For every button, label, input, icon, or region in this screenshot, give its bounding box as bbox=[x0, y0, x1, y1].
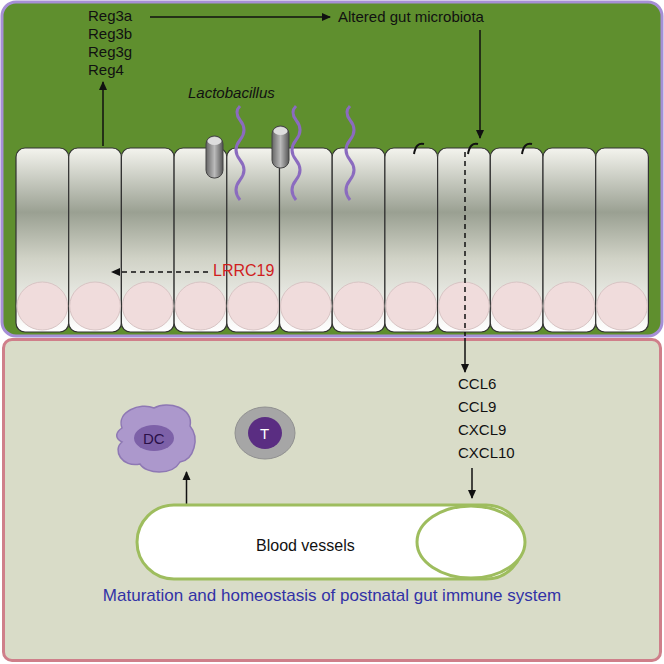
flow-arrow bbox=[186, 472, 188, 504]
cell-label: T bbox=[260, 425, 269, 442]
chemokine-arrows bbox=[0, 338, 664, 662]
vessel-label: Blood vessels bbox=[256, 537, 355, 555]
panel-caption: Maturation and homeostasis of postnatal … bbox=[95, 585, 569, 607]
blood-vessel: Blood vessels bbox=[135, 503, 527, 581]
gene-label: Reg3a bbox=[88, 7, 132, 25]
receptor-label: LRRC19 bbox=[213, 262, 274, 280]
bacteria-label: Lactobacillus bbox=[188, 84, 275, 102]
gene-label: Reg3g bbox=[88, 43, 132, 61]
chemokine-label: CXCL10 bbox=[458, 444, 515, 462]
chemokine-label: CCL6 bbox=[458, 375, 496, 393]
chemokine-label: CCL9 bbox=[458, 398, 496, 416]
gene-label: Reg4 bbox=[88, 61, 124, 79]
cell-label: DC bbox=[143, 430, 165, 447]
process-label: Altered gut microbiota bbox=[338, 8, 484, 26]
gene-label: Reg3b bbox=[88, 25, 132, 43]
t-cell: T bbox=[233, 405, 297, 461]
chemokine-label: CXCL9 bbox=[458, 421, 506, 439]
immune-panel: Maturation and homeostasis of postnatal … bbox=[2, 338, 662, 662]
dendritic-cell: DC bbox=[110, 398, 200, 478]
